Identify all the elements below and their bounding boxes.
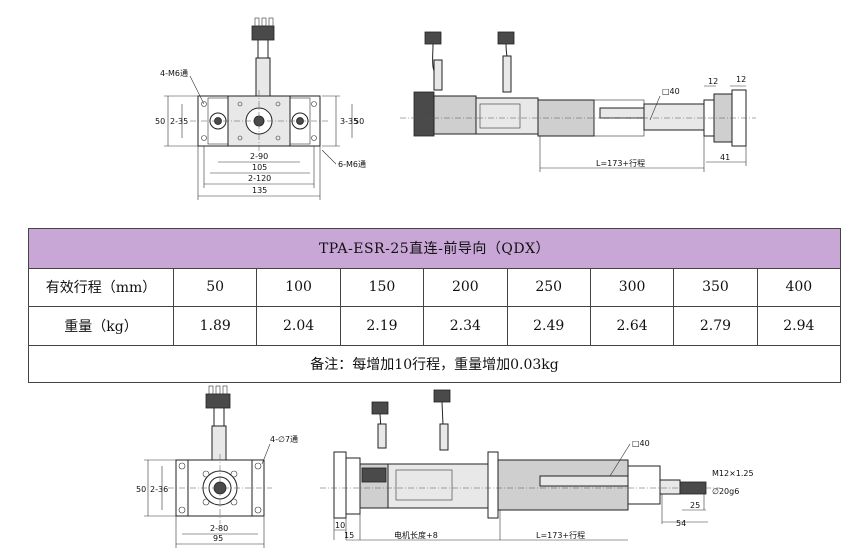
dim-135: 135	[252, 186, 267, 195]
table-cell: 150	[339, 267, 425, 307]
dim-15: 15	[344, 531, 354, 540]
dim-height-right: 50	[354, 117, 364, 126]
motor-end	[413, 91, 435, 137]
table-cell: 2.34	[423, 306, 508, 346]
dim-105: 105	[252, 163, 267, 172]
row-label: 重量（kg）	[28, 306, 174, 346]
dim-pitch-left: 2-35	[170, 117, 188, 126]
dim-thread: M12×1.25	[712, 469, 754, 478]
table-cell: 50	[172, 267, 258, 307]
dim-25: 25	[690, 501, 700, 510]
hole-label-4m6: 4-M6通	[160, 68, 188, 78]
table-cell: 2.04	[256, 306, 341, 346]
dim-pitch-right: 3-35	[340, 117, 358, 126]
spec-table: TPA-ESR-25直连-前导向（QDX） 有效行程（mm） 50 100 15…	[28, 228, 842, 383]
dim-square-bottom: □40	[632, 439, 650, 448]
motor-body	[433, 95, 477, 135]
dim-length-bottom: L=173+行程	[536, 530, 585, 540]
bottom-front-view	[144, 385, 272, 548]
table-cell: 2.49	[506, 306, 591, 346]
table-cell: 2.19	[339, 306, 425, 346]
table-title-row: TPA-ESR-25直连-前导向（QDX）	[28, 228, 841, 269]
table-cell: 2.79	[673, 306, 758, 346]
dim-2-80: 2-80	[210, 524, 228, 533]
top-front-view	[164, 17, 353, 200]
dim-height-bottom: 50	[136, 485, 146, 494]
dim-motor-len: 电机长度+8	[394, 530, 438, 540]
dim-height-left: 50	[155, 117, 165, 126]
table-cell: 250	[506, 267, 591, 307]
row-label: 有效行程（mm）	[28, 267, 174, 307]
table-cell: 350	[673, 267, 758, 307]
connector-plug	[251, 25, 275, 41]
dim-2-120: 2-120	[248, 174, 271, 183]
table-cell: 400	[756, 267, 842, 307]
dim-10: 10	[335, 521, 345, 530]
bottom-drawings: 4-∅7通 50 2-36 2-80 95 □40 M12×1.25 ∅20g6…	[136, 385, 754, 548]
dim-pitch-bottom: 2-36	[150, 485, 168, 494]
table-row: 重量（kg） 1.89 2.04 2.19 2.34 2.49 2.64 2.7…	[28, 306, 842, 346]
dim-diameter: ∅20g6	[712, 487, 739, 496]
table-row: 有效行程（mm） 50 100 150 200 250 300 350 400	[28, 267, 842, 307]
table-note: 备注：每增加10行程，重量增加0.03kg	[28, 344, 841, 383]
dim-12b: 12	[736, 75, 746, 84]
dim-41: 41	[720, 153, 730, 162]
dim-54: 54	[676, 519, 686, 528]
table-cell: 2.94	[756, 306, 842, 346]
table-note-row: 备注：每增加10行程，重量增加0.03kg	[28, 344, 841, 383]
top-drawings: 4-M6通 6-M6通 50 2-35 3-35 50 2-90 105 2-1…	[155, 17, 756, 200]
dim-95: 95	[213, 534, 223, 543]
table-cell: 2.64	[589, 306, 675, 346]
table-title: TPA-ESR-25直连-前导向（QDX）	[28, 228, 841, 269]
bottom-side-view	[320, 389, 720, 541]
top-side-view	[400, 31, 756, 172]
dim-square-top: □40	[662, 87, 680, 96]
hole-label-6m6: 6-M6通	[338, 159, 366, 169]
table-cell: 200	[423, 267, 508, 307]
dim-12a: 12	[708, 77, 718, 86]
table-cell: 100	[256, 267, 341, 307]
dim-length-top: L=173+行程	[596, 158, 645, 168]
cable	[255, 57, 271, 97]
table-cell: 1.89	[172, 306, 258, 346]
dim-2-90: 2-90	[250, 152, 268, 161]
hole-label-4d7: 4-∅7通	[270, 434, 298, 444]
table-cell: 300	[589, 267, 675, 307]
